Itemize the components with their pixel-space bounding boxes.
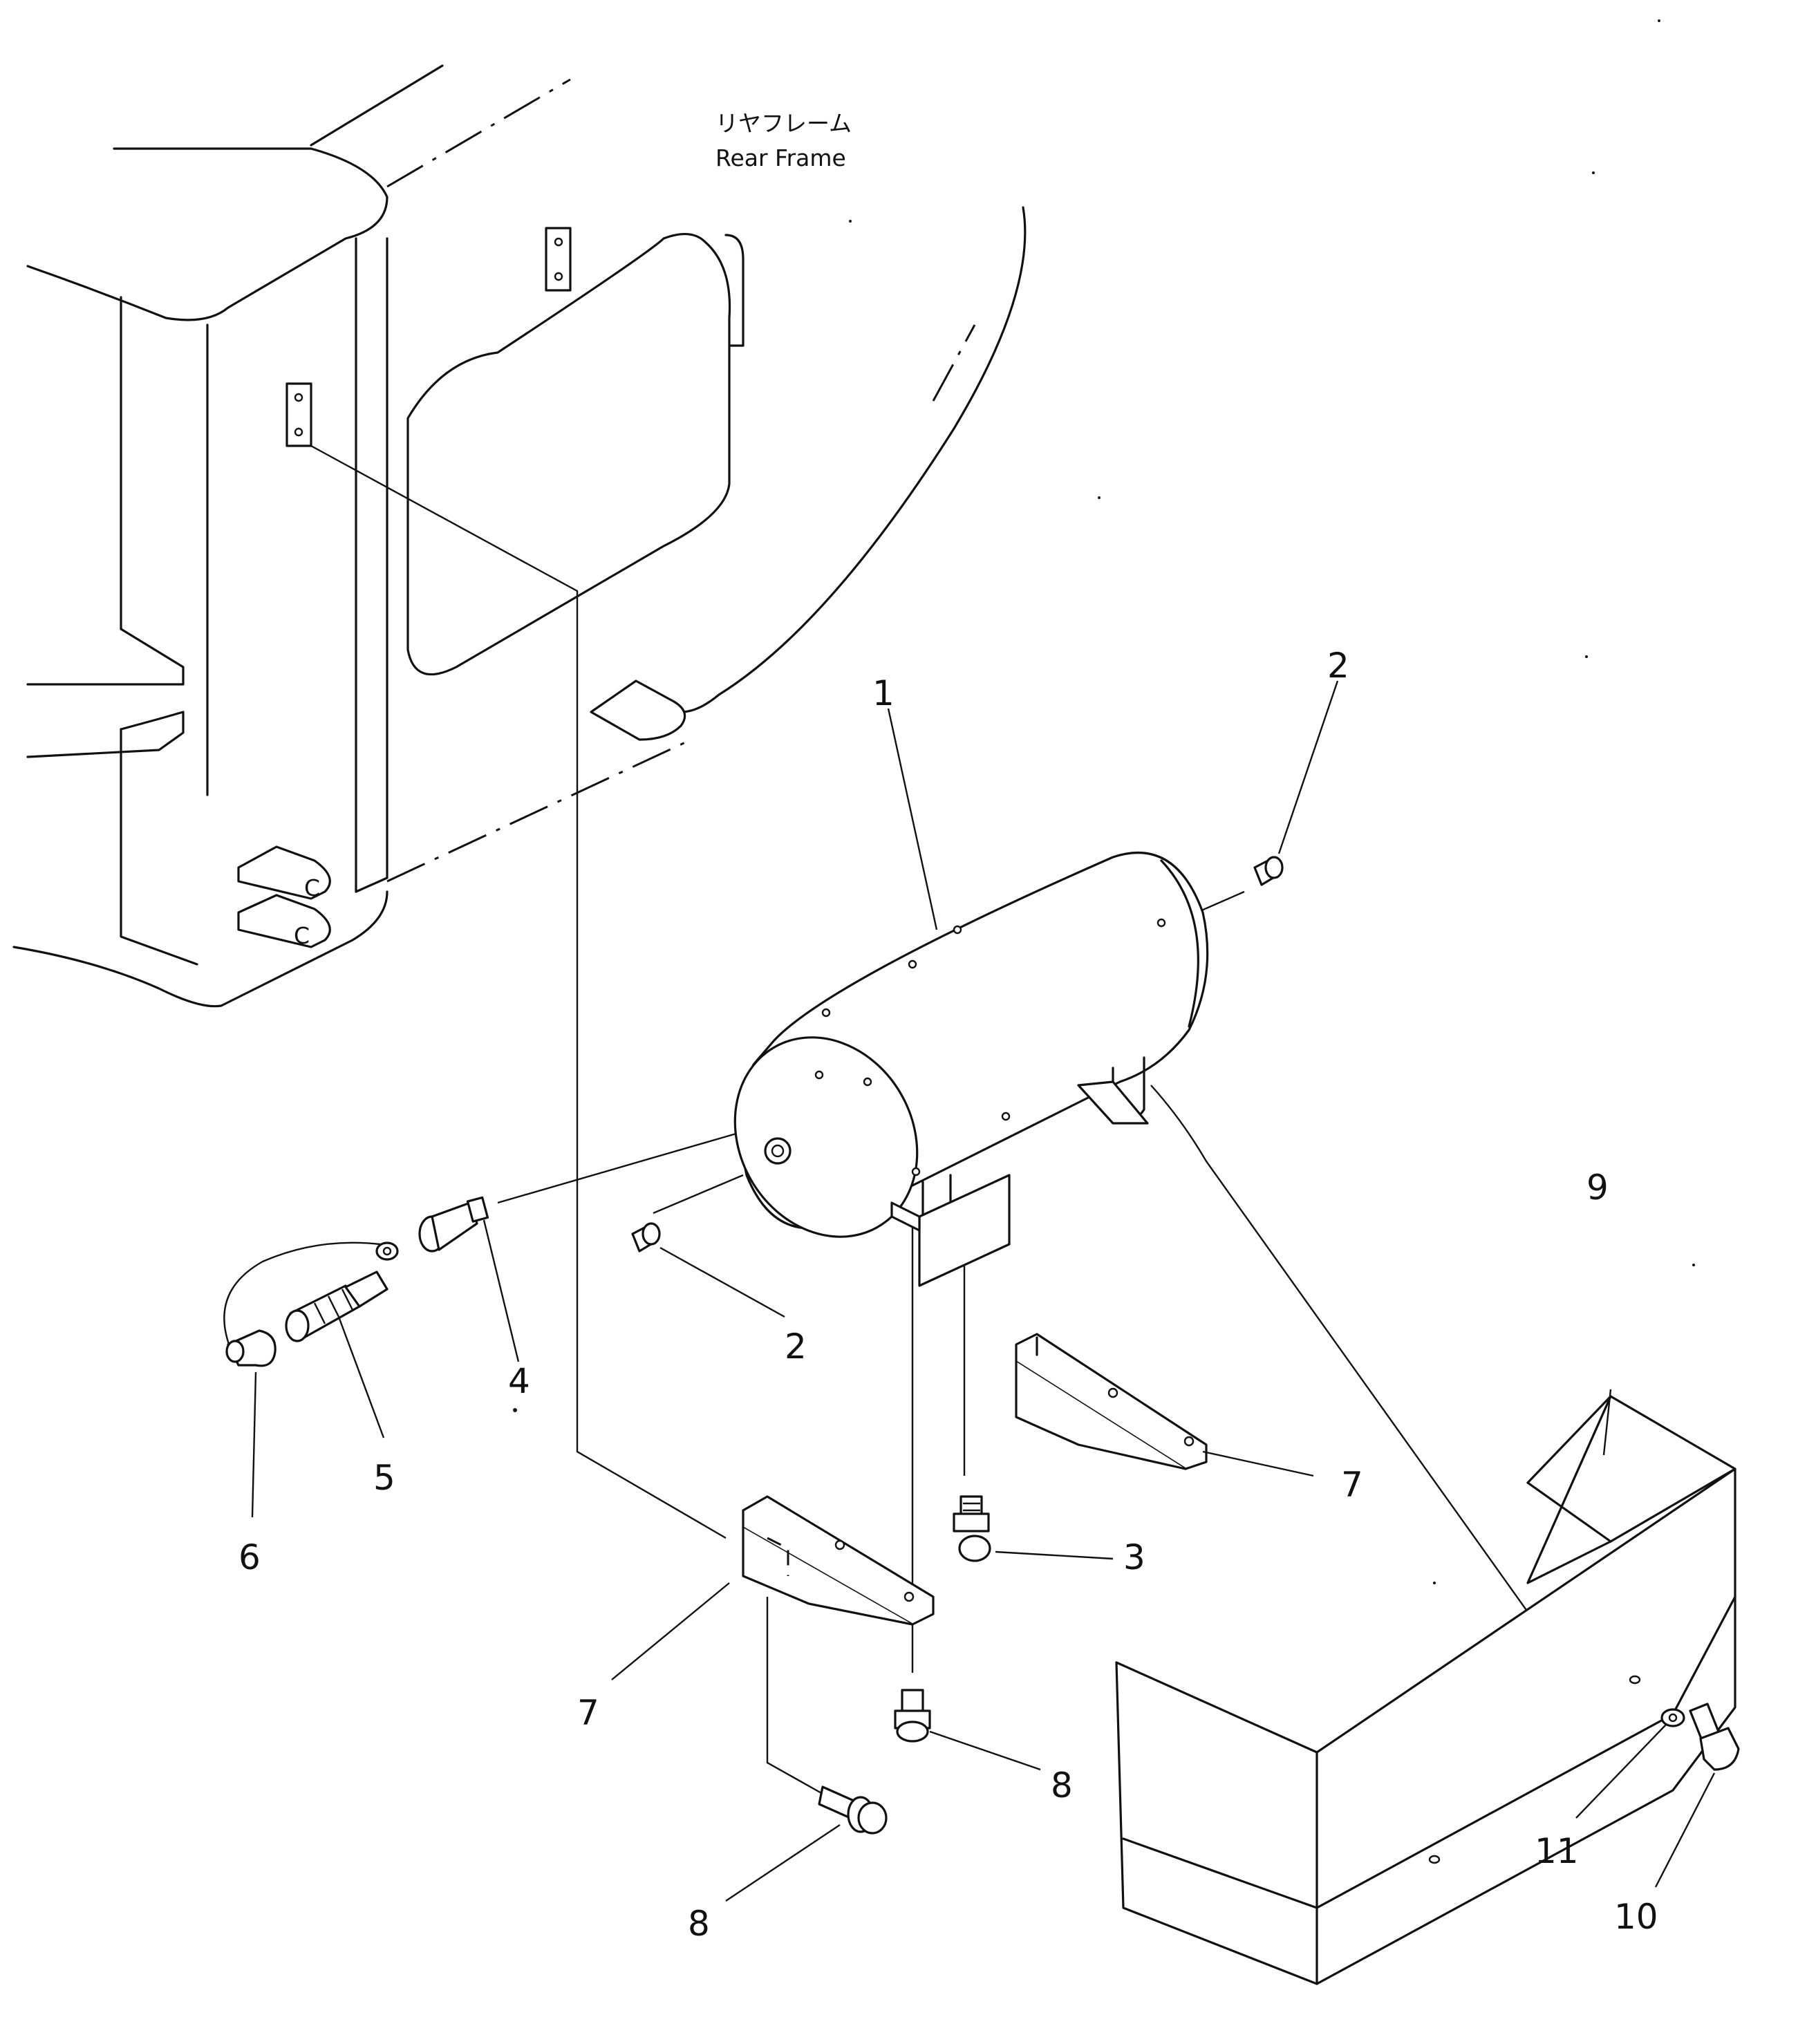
rear-frame-label-english: Rear Frame [715,144,846,171]
callout-8-lower: 8 [688,1904,710,1944]
elbow-fitting [418,1196,489,1253]
air-tank [733,851,1209,1287]
callout-8-upper: 8 [1051,1765,1073,1806]
scan-specks [513,19,1695,1584]
rear-frame-label: リヤフレーム Rear Frame [715,110,852,171]
callout-leaders [251,680,1716,1902]
plug-lower [631,1222,661,1253]
cover-bolt [1689,1703,1740,1771]
dust-cap [223,1241,399,1367]
frame-mark-lower: C [294,922,310,949]
callout-3: 3 [1123,1537,1145,1577]
tank-cover [1115,1395,1736,1985]
callout-7-upper: 7 [1341,1465,1363,1505]
flange-bolt-lower [818,1785,888,1835]
frame-mark-upper: C [304,874,320,901]
plug-upper [1253,856,1284,886]
callout-6: 6 [238,1537,261,1577]
bolt-with-washer [953,1495,991,1562]
coupler [285,1271,388,1342]
callout-numbers: 1 2 2 3 4 5 6 7 7 8 8 9 10 11 [238,646,1658,1944]
callout-11: 11 [1535,1831,1579,1871]
callout-10: 10 [1614,1897,1658,1937]
callout-9: 9 [1586,1168,1609,1208]
callout-5: 5 [373,1458,395,1498]
callout-4: 4 [508,1361,530,1401]
callout-2-lower: 2 [785,1326,807,1367]
bracket-upper [1015,1333,1208,1470]
rear-frame: C C [12,64,1027,1008]
cover-washer [1660,1708,1685,1727]
rear-frame-label-japanese: リヤフレーム [715,110,852,137]
flange-bolt-upper [894,1689,931,1743]
bracket-lower [742,1495,935,1626]
callout-1: 1 [872,673,895,713]
callout-7-lower: 7 [577,1693,599,1733]
callout-2-upper: 2 [1327,646,1349,686]
